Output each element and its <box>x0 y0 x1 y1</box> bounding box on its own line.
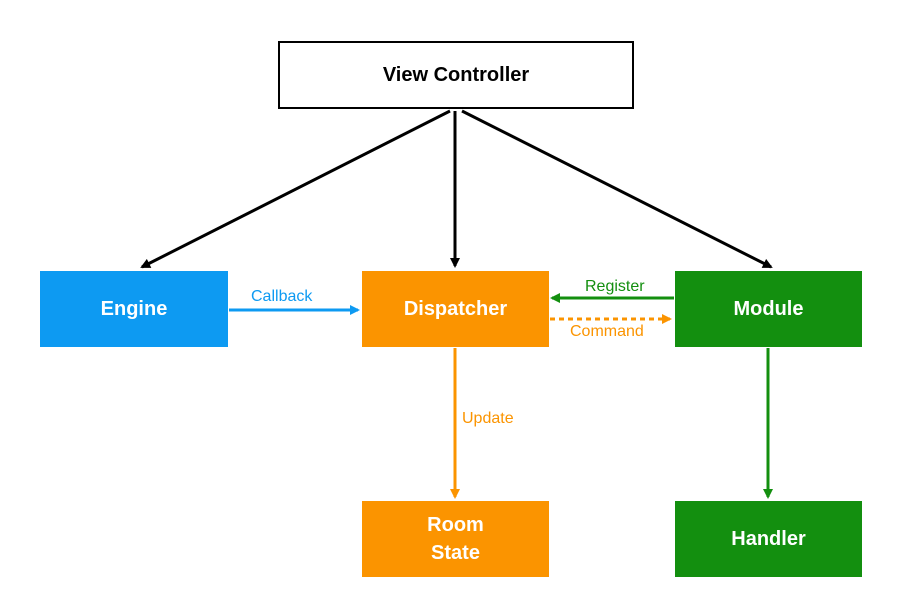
command-edge-label: Command <box>570 323 644 340</box>
module-label: Module <box>733 298 804 320</box>
dispatcher-label: Dispatcher <box>403 298 508 320</box>
view-controller-label: View Controller <box>382 64 530 86</box>
register-edge-label: Register <box>585 278 645 295</box>
dispatcher-node: Dispatcher <box>362 271 549 347</box>
room-state-label-line2: State <box>431 542 480 564</box>
arrow-vc-to-engine <box>140 109 451 269</box>
room-state-node: Room State <box>362 501 549 577</box>
module-node: Module <box>675 271 862 347</box>
room-state-label-line1: Room <box>427 514 484 536</box>
arrow-vc-to-module <box>461 109 773 269</box>
engine-node: Engine <box>40 271 228 347</box>
handler-label: Handler <box>731 528 806 550</box>
engine-label: Engine <box>100 298 168 320</box>
callback-edge-label: Callback <box>251 288 313 305</box>
handler-node: Handler <box>675 501 862 577</box>
update-edge-label: Update <box>462 410 514 427</box>
view-controller-node: View Controller <box>278 41 634 109</box>
